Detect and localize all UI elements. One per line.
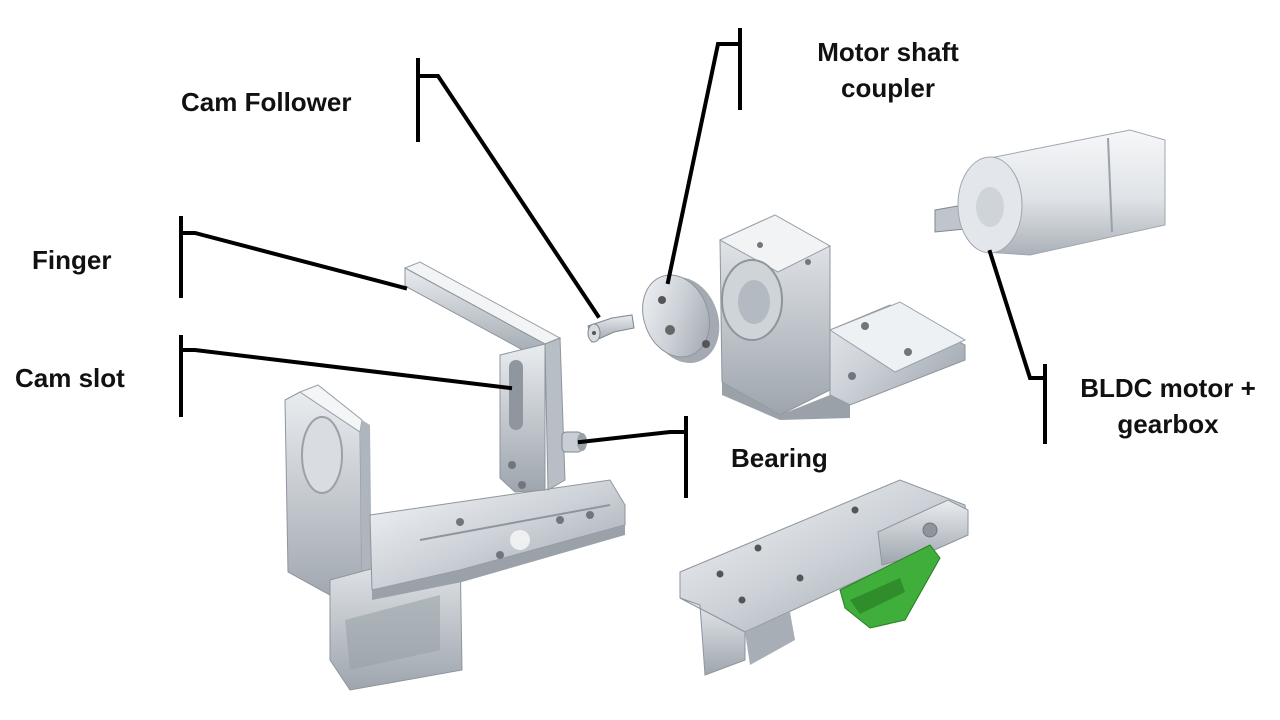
label-finger: Finger bbox=[32, 245, 112, 275]
bldc-motor-part bbox=[934, 129, 1166, 256]
label-bldc-line1: BLDC motor + bbox=[1080, 373, 1256, 403]
leader-bearing-line bbox=[577, 430, 688, 445]
base-bracket bbox=[284, 384, 626, 691]
finger-part bbox=[403, 261, 566, 493]
leader-cam-follower-line bbox=[416, 74, 601, 319]
motor-mount-bracket bbox=[718, 214, 967, 420]
motor-shaft-coupler-part bbox=[642, 274, 720, 363]
label-motor-shaft-coupler-line1: Motor shaft bbox=[817, 37, 959, 67]
leader-coupler-line bbox=[665, 42, 742, 285]
cam-follower-pin bbox=[587, 314, 635, 343]
label-bldc-line2: gearbox bbox=[1117, 409, 1219, 439]
leader-cam-slot-line bbox=[179, 348, 513, 391]
label-bearing: Bearing bbox=[731, 443, 828, 473]
label-cam-follower: Cam Follower bbox=[181, 87, 352, 117]
leader-lines bbox=[179, 28, 1047, 498]
leader-finger-line bbox=[179, 231, 408, 291]
slider-rack-part bbox=[679, 479, 969, 676]
label-motor-shaft-coupler-line2: coupler bbox=[841, 73, 935, 103]
leader-bldc-line bbox=[987, 249, 1047, 380]
label-cam-slot: Cam slot bbox=[15, 363, 125, 393]
